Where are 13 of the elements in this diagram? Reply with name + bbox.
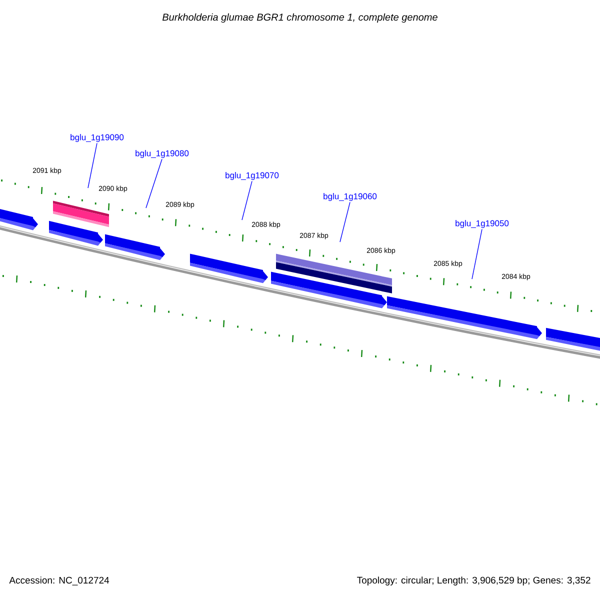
gene-label: bglu_1g19050 [456, 220, 509, 228]
accession-text: Accession: NC_012724 [9, 576, 110, 586]
summary-text: Topology: circular; Length: 3,906,529 bp; Genes: 3,352 [357, 576, 590, 586]
gene-label: bglu_1g19060 [324, 193, 377, 201]
leader-line [88, 142, 98, 188]
gene-label: bglu_1g19070 [226, 172, 279, 180]
leader-line [472, 228, 482, 280]
gene-label: bglu_1g19090 [70, 134, 124, 142]
gene-label: bglu_1g19080 [136, 150, 189, 158]
title: Burkholderia glumae BGR1 chromosome 1, complete genome [162, 13, 438, 23]
leader-line [340, 202, 350, 242]
leader-line [146, 158, 162, 208]
leader-line [242, 180, 252, 220]
